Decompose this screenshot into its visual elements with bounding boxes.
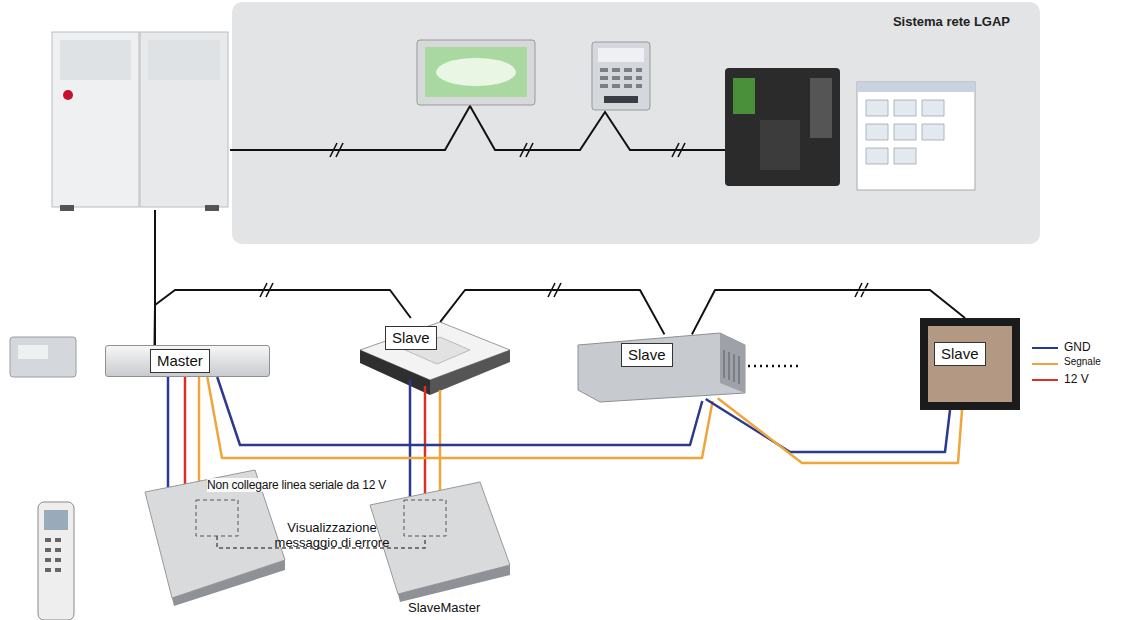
unit-foot: [60, 205, 74, 211]
slave-unit: Slave: [355, 318, 510, 396]
keypad-buttons: [600, 70, 642, 86]
gnd-wire: [167, 377, 170, 500]
screen-glow: [436, 58, 516, 86]
slave-unit: Slave: [575, 333, 747, 401]
window-titlebar: [857, 82, 975, 92]
legend-swatch: [1032, 379, 1058, 381]
gateway-terminal: [733, 78, 755, 114]
gnd-wire: [409, 380, 412, 505]
touch-controller: [417, 40, 535, 105]
keypad-display: [598, 48, 644, 62]
bus-cable: [440, 290, 664, 334]
break-mark: [330, 143, 685, 157]
handheld-remote: [38, 502, 74, 620]
software-window: [857, 82, 975, 190]
legend-text: Segnale: [1064, 356, 1101, 367]
keypad-bar: [604, 96, 638, 103]
keypad-controller: [592, 42, 650, 110]
unit-label: Slave: [934, 342, 986, 366]
panel-unit: [920, 318, 1020, 410]
unit-label: Master: [150, 349, 210, 373]
power-wire: [184, 377, 187, 500]
controller-base: [398, 565, 510, 602]
remote-screen: [44, 510, 68, 530]
warning-note: Non collegare linea seriale da 12 V: [207, 478, 386, 492]
control-wire: [706, 399, 950, 452]
gateway-panel: [760, 120, 800, 170]
wired-remote: [10, 337, 76, 377]
outdoor-unit-left: [52, 32, 139, 207]
controller-base: [172, 560, 285, 606]
network-cable: [230, 106, 725, 150]
cassette-grille: [405, 337, 470, 364]
remote-buttons: [45, 540, 61, 570]
remote-display: [18, 345, 48, 359]
duct-grille: [724, 350, 739, 384]
signal-wire: [439, 390, 442, 505]
outdoor-grille: [148, 40, 220, 80]
controller-label: SlaveMaster: [408, 600, 480, 615]
gateway-terminal: [810, 78, 832, 138]
duct-front: [720, 333, 745, 393]
brand-logo: [63, 90, 73, 100]
master-unit: Master: [105, 345, 270, 377]
panel-title: Sistema rete LGAP: [893, 14, 1010, 29]
slave-unit: Slave: [920, 318, 1020, 410]
control-wire: [207, 377, 712, 458]
unit-label: Slave: [385, 326, 437, 350]
gateway-box: [725, 68, 840, 186]
duct-unit: [578, 333, 745, 402]
controller-screen: [425, 47, 527, 97]
legend-text: GND: [1064, 340, 1091, 354]
panel-face: [928, 326, 1012, 402]
legend-text: 12 V: [1064, 372, 1089, 386]
control-wire: [718, 398, 962, 463]
legend-swatch: [1032, 363, 1058, 365]
bus-cable: [155, 290, 411, 345]
outdoor-grille: [60, 40, 131, 80]
connector-area: [196, 500, 238, 536]
link-note: Visualizzazione messaggio di errore: [262, 520, 402, 550]
control-wire: [217, 377, 702, 445]
connector-area: [404, 500, 446, 536]
unit-foot: [205, 205, 219, 211]
outdoor-unit-right: [140, 32, 228, 207]
unit-label: Slave: [621, 343, 673, 367]
window-icons: [866, 100, 944, 164]
dotted-continuation: [748, 365, 800, 368]
legend-swatch: [1032, 347, 1058, 349]
bus-cable: [692, 290, 965, 334]
